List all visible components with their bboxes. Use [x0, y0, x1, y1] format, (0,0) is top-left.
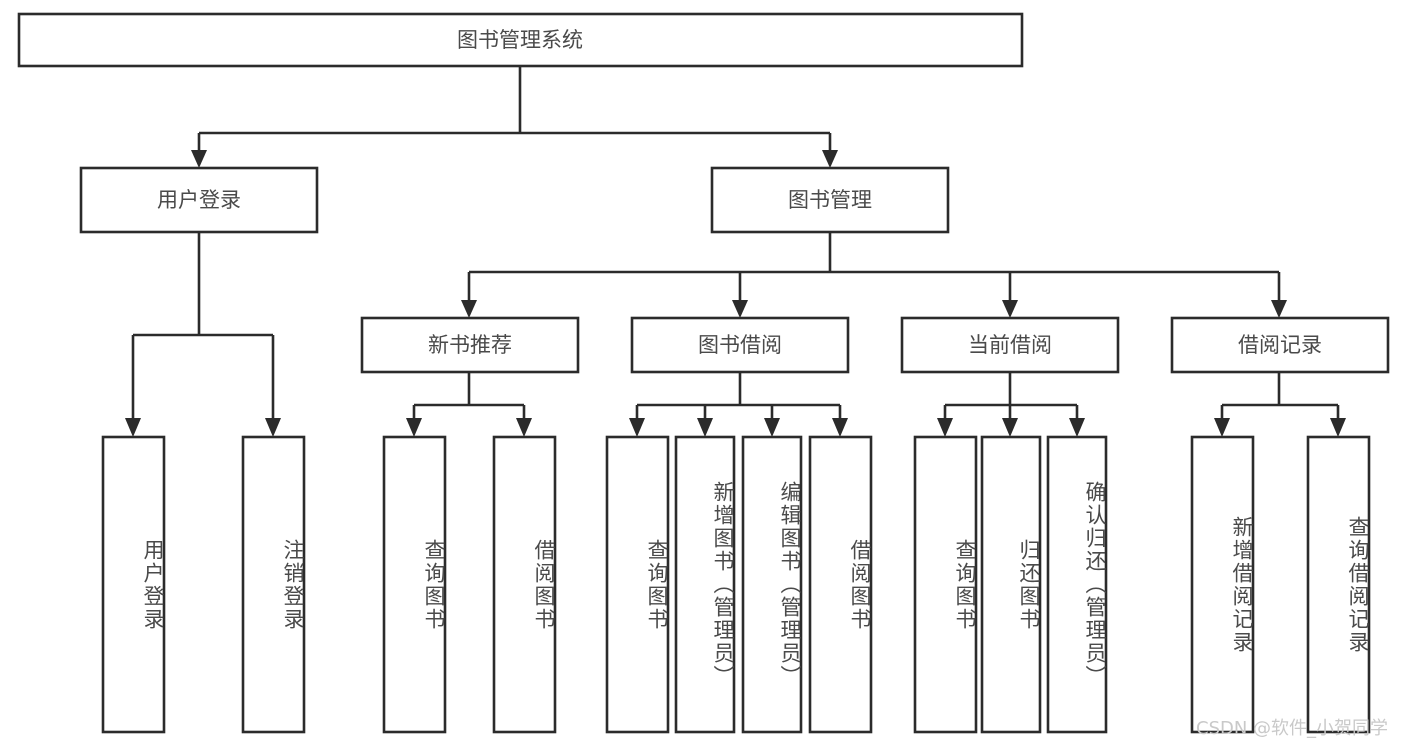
node-new-book-recommend[interactable]	[360, 316, 580, 374]
node-leaf-borrow-book[interactable]	[808, 435, 873, 734]
leaf-label-logout: 注销登录	[281, 538, 305, 631]
arrow-leaf-current-borrow-1	[937, 418, 953, 437]
leaf-label-return-book: 归还图书	[1017, 538, 1041, 631]
arrow-to-current-borrow	[1002, 300, 1018, 318]
arrow-leaf-new-book-2	[516, 418, 532, 437]
node-root-book-management-system[interactable]	[17, 12, 1024, 68]
leaf-label-user-login: 用户登录	[141, 538, 165, 631]
arrow-leaf-current-borrow-3	[1069, 418, 1085, 437]
arrow-leaf-current-borrow-2	[1002, 418, 1018, 437]
arrow-leaf-borrow-record-2	[1330, 418, 1346, 437]
arrow-to-book-borrow	[732, 300, 748, 318]
arrow-to-user-login	[191, 150, 207, 168]
leaf-label-query-book-borrow: 查询图书	[645, 538, 669, 631]
node-leaf-query-book-borrow[interactable]	[605, 435, 670, 734]
node-leaf-edit-book-admin[interactable]	[741, 435, 803, 734]
node-leaf-borrow-book-new[interactable]	[492, 435, 557, 734]
node-leaf-add-borrow-record[interactable]	[1190, 435, 1255, 734]
leaf-label-query-book-new: 查询图书	[422, 538, 446, 631]
node-borrow-record[interactable]	[1170, 316, 1390, 374]
node-leaf-confirm-return-admin[interactable]	[1046, 435, 1108, 734]
leaf-label-add-borrow-record: 新增借阅记录	[1230, 515, 1254, 654]
csdn-watermark: CSDN @软件_小贺同学	[1196, 718, 1389, 739]
node-book-management[interactable]	[710, 166, 950, 234]
leaf-label-borrow-book: 借阅图书	[848, 538, 872, 631]
arrow-leaf-new-book-1	[406, 418, 422, 437]
arrow-leaf-book-borrow-1	[629, 418, 645, 437]
node-leaf-logout[interactable]	[241, 435, 306, 734]
arrow-leaf-book-borrow-3	[764, 418, 780, 437]
leaf-label-borrow-book-new: 借阅图书	[532, 538, 556, 631]
node-user-login[interactable]	[79, 166, 319, 234]
node-new-book-recommend-label: 新书推荐	[428, 333, 512, 357]
leaf-label-confirm-return-admin: 确认归还（管理员）	[1083, 481, 1107, 688]
arrow-to-borrow-record	[1271, 300, 1287, 318]
node-book-borrow[interactable]	[630, 316, 850, 374]
leaf-label-query-borrow-record: 查询借阅记录	[1346, 515, 1370, 654]
edges-layer	[125, 66, 1346, 437]
arrow-leaf-user-login-1	[125, 418, 141, 437]
node-borrow-record-label: 借阅记录	[1238, 333, 1322, 357]
node-leaf-query-book-current[interactable]	[913, 435, 978, 734]
node-leaf-query-borrow-record[interactable]	[1306, 435, 1371, 734]
arrow-leaf-book-borrow-2	[697, 418, 713, 437]
node-current-borrow-label: 当前借阅	[968, 333, 1052, 357]
node-current-borrow[interactable]	[900, 316, 1120, 374]
node-leaf-user-login[interactable]	[101, 435, 166, 734]
node-book-management-label: 图书管理	[788, 188, 872, 212]
nodes-layer: 图书管理系统 用户登录 图书管理 新书推荐 图书借阅 当前借阅 借阅记录	[17, 12, 1390, 734]
node-leaf-add-book-admin[interactable]	[674, 435, 736, 734]
arrow-leaf-user-login-2	[265, 418, 281, 437]
node-leaf-query-book-new[interactable]	[382, 435, 447, 734]
leaf-label-edit-book-admin: 编辑图书（管理员）	[778, 481, 802, 688]
leaf-label-query-book-current: 查询图书	[953, 538, 977, 631]
node-leaf-return-book[interactable]	[980, 435, 1042, 734]
arrow-to-book-mgmt	[822, 150, 838, 168]
node-book-borrow-label: 图书借阅	[698, 333, 782, 357]
node-root-label: 图书管理系统	[457, 28, 583, 52]
leaf-label-add-book-admin: 新增图书（管理员）	[711, 481, 735, 688]
arrow-leaf-book-borrow-4	[832, 418, 848, 437]
arrow-leaf-borrow-record-1	[1214, 418, 1230, 437]
node-user-login-label: 用户登录	[157, 188, 241, 212]
arrow-to-new-book	[461, 300, 477, 318]
